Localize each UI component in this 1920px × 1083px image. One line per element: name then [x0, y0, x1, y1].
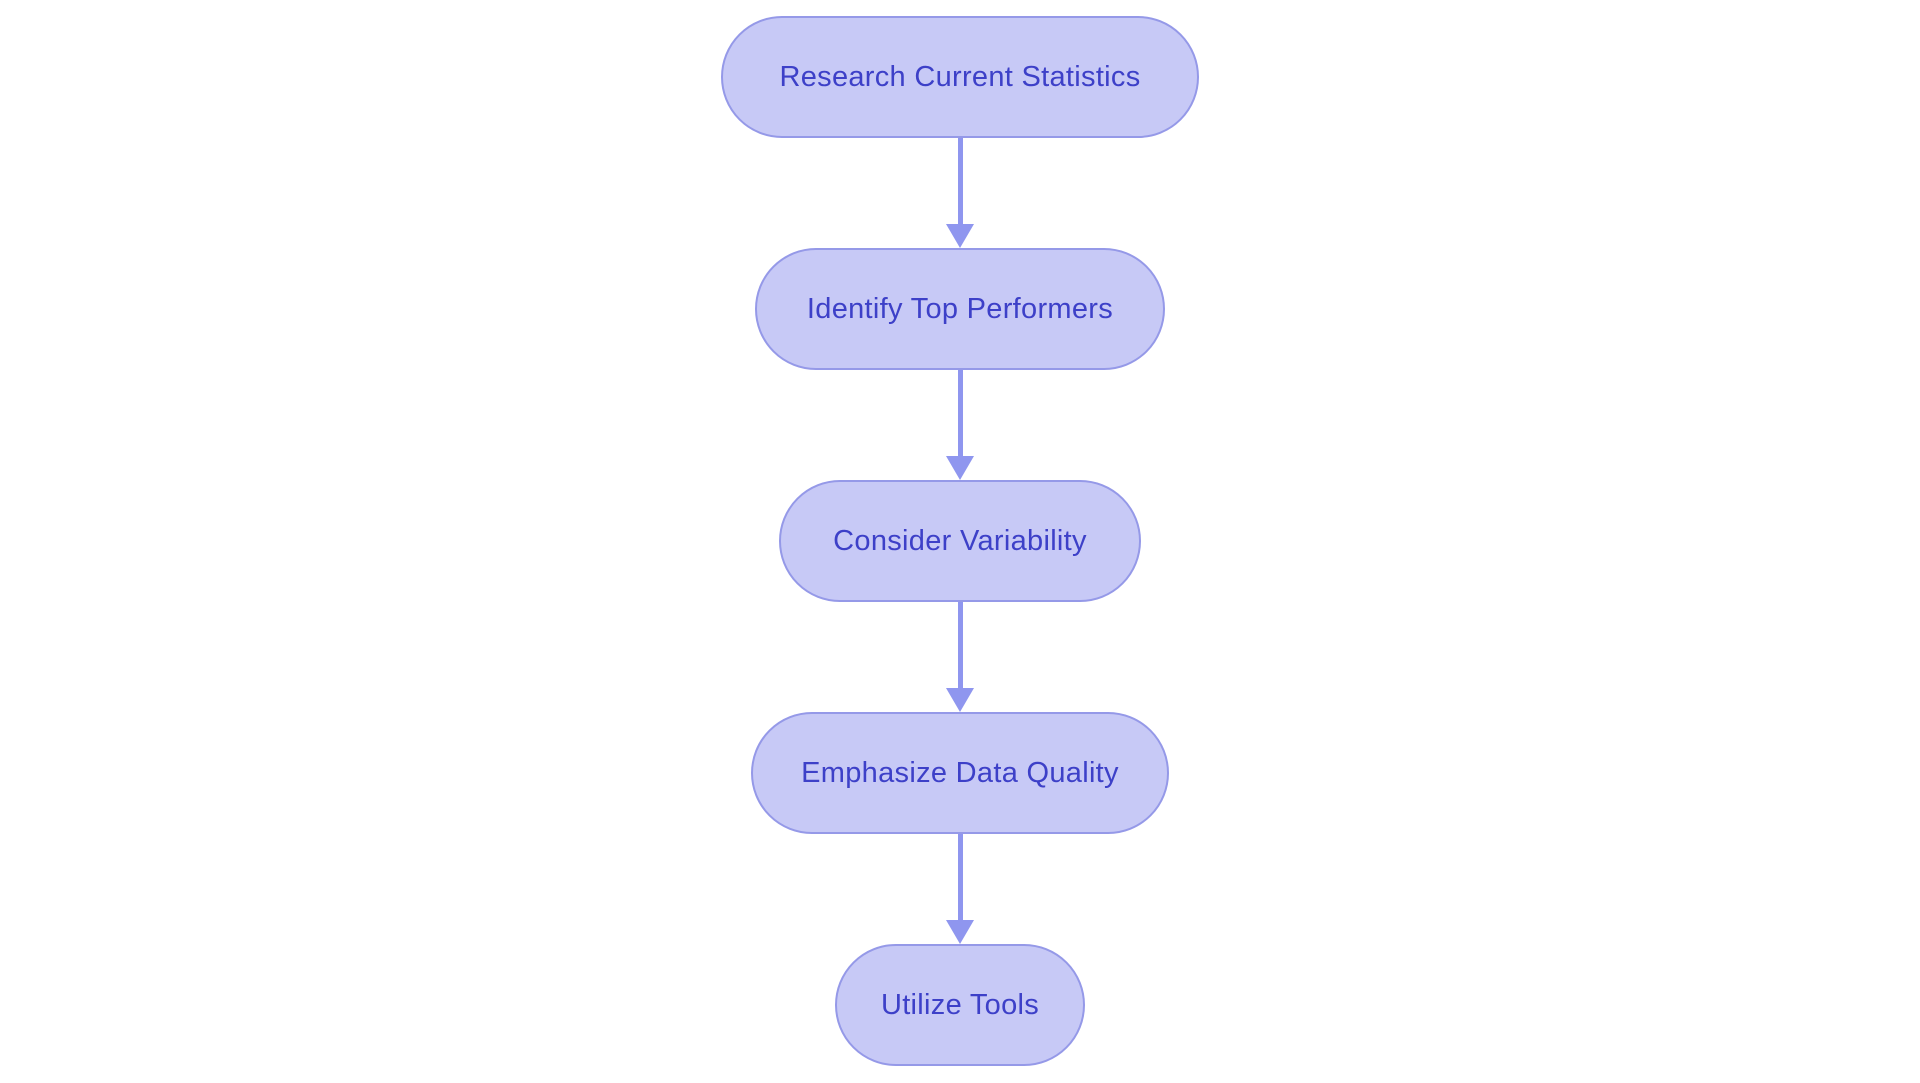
flow-node-research-current-statistics: Research Current Statistics — [721, 16, 1199, 138]
arrow-line — [957, 370, 963, 456]
flow-node-utilize-tools: Utilize Tools — [835, 944, 1085, 1066]
arrow-line — [957, 602, 963, 688]
flow-arrow-4 — [945, 834, 975, 944]
arrowhead-down-icon — [946, 920, 974, 944]
node-label: Consider Variability — [833, 524, 1087, 557]
flow-node-emphasize-data-quality: Emphasize Data Quality — [751, 712, 1169, 834]
node-label: Emphasize Data Quality — [801, 756, 1119, 789]
flow-arrow-1 — [945, 138, 975, 248]
arrowhead-down-icon — [946, 456, 974, 480]
arrowhead-down-icon — [946, 224, 974, 248]
arrow-line — [957, 834, 963, 920]
flow-arrow-2 — [945, 370, 975, 480]
flow-arrow-3 — [945, 602, 975, 712]
arrowhead-down-icon — [946, 688, 974, 712]
arrow-line — [957, 138, 963, 224]
node-label: Utilize Tools — [880, 988, 1040, 1021]
node-label: Identify Top Performers — [806, 292, 1114, 325]
flow-node-identify-top-performers: Identify Top Performers — [755, 248, 1165, 370]
node-label: Research Current Statistics — [779, 60, 1141, 93]
flow-node-consider-variability: Consider Variability — [779, 480, 1141, 602]
